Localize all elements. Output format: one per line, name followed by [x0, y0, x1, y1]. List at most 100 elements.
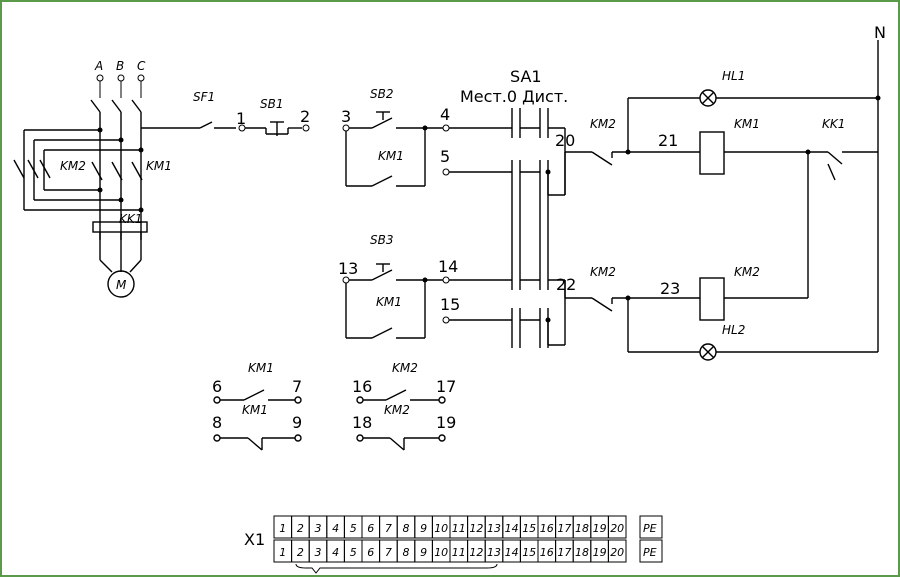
hl2-label: HL2 — [722, 323, 745, 337]
aux-node-8: 8 — [212, 413, 222, 432]
coil-km1-label: KM1 — [734, 117, 760, 131]
terminal-cell-top: 12 — [469, 522, 483, 535]
terminal-cell-bottom: 16 — [540, 546, 554, 559]
terminal-cell-top: 3 — [315, 522, 322, 535]
terminal-cell-top: 16 — [540, 522, 554, 535]
terminal-cell-bottom: 17 — [557, 546, 571, 559]
neutral-label: N — [874, 23, 886, 42]
terminal-cell-bottom: 5 — [350, 546, 357, 559]
terminal-cell-bottom: 8 — [403, 546, 410, 559]
terminal-cell-bottom: 12 — [469, 546, 483, 559]
terminal-cell-bottom: 7 — [385, 546, 392, 559]
km2-power-label: KM2 — [60, 159, 86, 173]
terminal-bracket — [295, 563, 498, 574]
terminal-cell-top: 14 — [505, 522, 519, 535]
control-top: 1 SB1 2 3 SB2 KM1 — [236, 23, 886, 352]
terminal-cell-bottom: 3 — [315, 546, 322, 559]
aux-node-17: 17 — [436, 377, 456, 396]
terminal-cell-bottom: 14 — [505, 546, 519, 559]
control-bottom: 13 SB3 KM1 14 15 22 KM2 — [338, 152, 878, 361]
terminal-cell-top: 7 — [385, 522, 392, 535]
node-22: 22 — [556, 275, 576, 294]
aux-km1-inner: KM1 — [242, 403, 268, 417]
terminal-cell-top: 4 — [332, 522, 339, 535]
kk1-power-label: KK1 — [119, 212, 142, 226]
node-3: 3 — [341, 107, 351, 126]
terminal-cell-top: 13 — [487, 522, 501, 535]
terminal-cell-bottom: 4 — [332, 546, 339, 559]
terminal-cell-top: 5 — [350, 522, 357, 535]
node-2: 2 — [300, 107, 310, 126]
terminal-label: X1 — [244, 530, 265, 549]
terminal-cell-box — [607, 539, 627, 563]
terminal-cell-bottom: 11 — [452, 546, 466, 559]
phase-a-label: A — [94, 59, 103, 73]
terminal-cell-top: 18 — [575, 522, 589, 535]
terminal-cell-bottom: 2 — [297, 546, 304, 559]
node-23: 23 — [660, 279, 680, 298]
node-13: 13 — [338, 259, 358, 278]
terminal-block-x1: X1 1122334455667788991010111112121313141… — [244, 515, 663, 574]
terminal-cell-bottom: 1 — [279, 546, 286, 559]
motor-label: M — [116, 278, 127, 292]
aux-node-18: 18 — [352, 413, 372, 432]
node-14: 14 — [438, 257, 458, 276]
terminal-cell-bottom: 18 — [575, 546, 589, 559]
terminal-cell-bottom: 9 — [420, 546, 427, 559]
hl1-label: HL1 — [722, 69, 745, 83]
node-21: 21 — [658, 131, 678, 150]
terminal-cell-top: 1 — [279, 522, 286, 535]
km2-nc-top-label: KM2 — [590, 117, 616, 131]
sf1-label: SF1 — [193, 90, 215, 104]
terminal-cell-top: 17 — [557, 522, 571, 535]
aux-node-9: 9 — [292, 413, 302, 432]
sb3-hold-km1-label: KM1 — [376, 295, 402, 309]
terminal-cell-top: 20 — [610, 522, 624, 535]
terminal-cell-bottom: 6 — [367, 546, 374, 559]
sb2-label: SB2 — [370, 87, 393, 101]
terminal-cell-top: 9 — [420, 522, 427, 535]
sb1-label: SB1 — [260, 97, 283, 111]
terminal-cell-top: 8 — [403, 522, 410, 535]
aux-contacts: KM1 6 7 KM1 8 9 KM2 16 17 KM2 18 19 — [212, 361, 456, 451]
terminal-cell-top: 10 — [434, 522, 448, 535]
sa1-position-label: Мест.0 Дист. — [460, 87, 568, 106]
terminal-cell-bottom: 10 — [434, 546, 448, 559]
terminal-cell-bottom: 20 — [610, 546, 624, 559]
aux-node-16: 16 — [352, 377, 372, 396]
node-20: 20 — [555, 131, 575, 150]
pe-bottom: PE — [643, 546, 657, 559]
terminal-cell-box — [607, 515, 627, 539]
pe-top: PE — [643, 522, 657, 535]
aux-km2-inner: KM2 — [384, 403, 410, 417]
phase-b-label: B — [116, 59, 124, 73]
node-5: 5 — [440, 147, 450, 166]
terminal-cell-top: 19 — [593, 522, 607, 535]
sb2-hold-km1-label: KM1 — [378, 149, 404, 163]
coil-km2-label: KM2 — [734, 265, 760, 279]
node-1: 1 — [236, 109, 246, 128]
aux-km1-title: KM1 — [248, 361, 274, 375]
terminal-cell-top: 15 — [522, 522, 536, 535]
aux-node-19: 19 — [436, 413, 456, 432]
terminal-cell-top: 6 — [367, 522, 374, 535]
kk1-control-label: KK1 — [822, 117, 845, 131]
terminal-cell-bottom: 19 — [593, 546, 607, 559]
terminal-cell-bottom: 15 — [522, 546, 536, 559]
phase-c-label: C — [137, 59, 146, 73]
km2-nc-bottom-label: KM2 — [590, 265, 616, 279]
aux-node-7: 7 — [292, 377, 302, 396]
km1-power-label: KM1 — [146, 159, 172, 173]
terminal-cell-top: 11 — [452, 522, 466, 535]
aux-node-6: 6 — [212, 377, 222, 396]
aux-km2-title: KM2 — [392, 361, 418, 375]
node-15: 15 — [440, 295, 460, 314]
sa1-label: SA1 — [510, 67, 542, 86]
terminal-cell-top: 2 — [297, 522, 304, 535]
node-4: 4 — [440, 105, 450, 124]
power-circuit: A B C KK1 KM2 KM1 SF1 — [13, 59, 236, 298]
terminal-cell-bottom: 13 — [487, 546, 501, 559]
sb3-label: SB3 — [370, 233, 393, 247]
